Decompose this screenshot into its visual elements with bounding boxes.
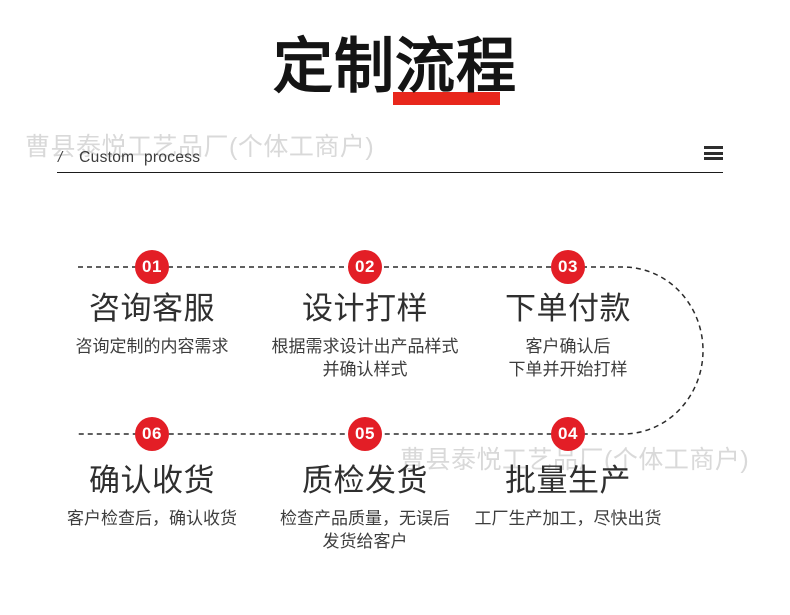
hamburger-menu-icon[interactable] — [704, 146, 723, 161]
step-number-badge: 02 — [348, 250, 382, 284]
step-desc: 咨询定制的内容需求 — [22, 335, 282, 358]
hamburger-bar — [704, 157, 723, 161]
step-title: 质检发货 — [302, 463, 428, 498]
step-number: 01 — [142, 257, 162, 276]
step-desc-line: 工厂生产加工，尽快出货 — [474, 509, 662, 528]
step-desc-line: 客户检查后，确认收货 — [67, 509, 237, 528]
step-desc-line: 下单并开始打样 — [508, 360, 628, 379]
step-number-badge: 06 — [135, 417, 169, 451]
step-number-badge: 03 — [551, 250, 585, 284]
hamburger-bar — [704, 151, 723, 155]
step-desc: 客户检查后，确认收货 — [22, 507, 282, 530]
breadcrumb: / Custom process — [58, 149, 200, 167]
flow-step-04: 批量生产 工厂生产加工，尽快出货 — [438, 464, 698, 530]
step-number: 03 — [558, 257, 578, 276]
title-red-underline — [393, 92, 500, 105]
step-number-badge: 01 — [135, 250, 169, 284]
watermark-text-top: 曹县泰悦工艺品厂(个体工商户) — [25, 133, 375, 161]
step-number: 06 — [142, 424, 162, 443]
breadcrumb-slash: / — [58, 149, 63, 166]
step-desc-line: 检查产品质量，无误后 — [280, 509, 450, 528]
step-number-badge: 04 — [551, 417, 585, 451]
flow-step-02: 设计打样 根据需求设计出产品样式 并确认样式 — [235, 292, 495, 381]
step-number: 05 — [355, 424, 375, 443]
step-number-badge: 05 — [348, 417, 382, 451]
flow-step-03: 下单付款 客户确认后 下单并开始打样 — [438, 292, 698, 381]
flow-step-06: 确认收货 客户检查后，确认收货 — [22, 464, 282, 530]
flow-dashed-path — [78, 266, 704, 435]
step-desc: 工厂生产加工，尽快出货 — [438, 507, 698, 530]
step-desc-line: 根据需求设计出产品样式 — [271, 337, 459, 356]
step-title: 确认收货 — [89, 463, 215, 498]
flow-step-05: 质检发货 检查产品质量，无误后 发货给客户 — [235, 464, 495, 553]
hamburger-bar — [704, 146, 723, 150]
step-desc: 客户确认后 下单并开始打样 — [438, 335, 698, 381]
step-desc: 根据需求设计出产品样式 并确认样式 — [235, 335, 495, 381]
step-desc: 检查产品质量，无误后 发货给客户 — [235, 507, 495, 553]
breadcrumb-label: Custom process — [79, 149, 201, 166]
step-desc-line: 咨询定制的内容需求 — [75, 337, 229, 356]
step-title: 批量生产 — [505, 463, 631, 498]
step-desc-line: 并确认样式 — [322, 360, 408, 379]
step-number: 02 — [355, 257, 375, 276]
watermark-text-bottom: 曹县泰悦工艺品厂(个体工商户) — [400, 446, 750, 474]
page-title: 定制流程 — [273, 33, 517, 100]
step-title: 咨询客服 — [89, 291, 215, 326]
step-title: 下单付款 — [505, 291, 631, 326]
step-desc-line: 客户确认后 — [525, 337, 611, 356]
flow-step-01: 咨询客服 咨询定制的内容需求 — [22, 292, 282, 358]
page-title-block: 定制流程 — [0, 30, 790, 120]
step-desc-line: 发货给客户 — [322, 532, 408, 551]
step-title: 设计打样 — [302, 291, 428, 326]
step-number: 04 — [558, 424, 578, 443]
header-divider-line — [57, 172, 723, 173]
